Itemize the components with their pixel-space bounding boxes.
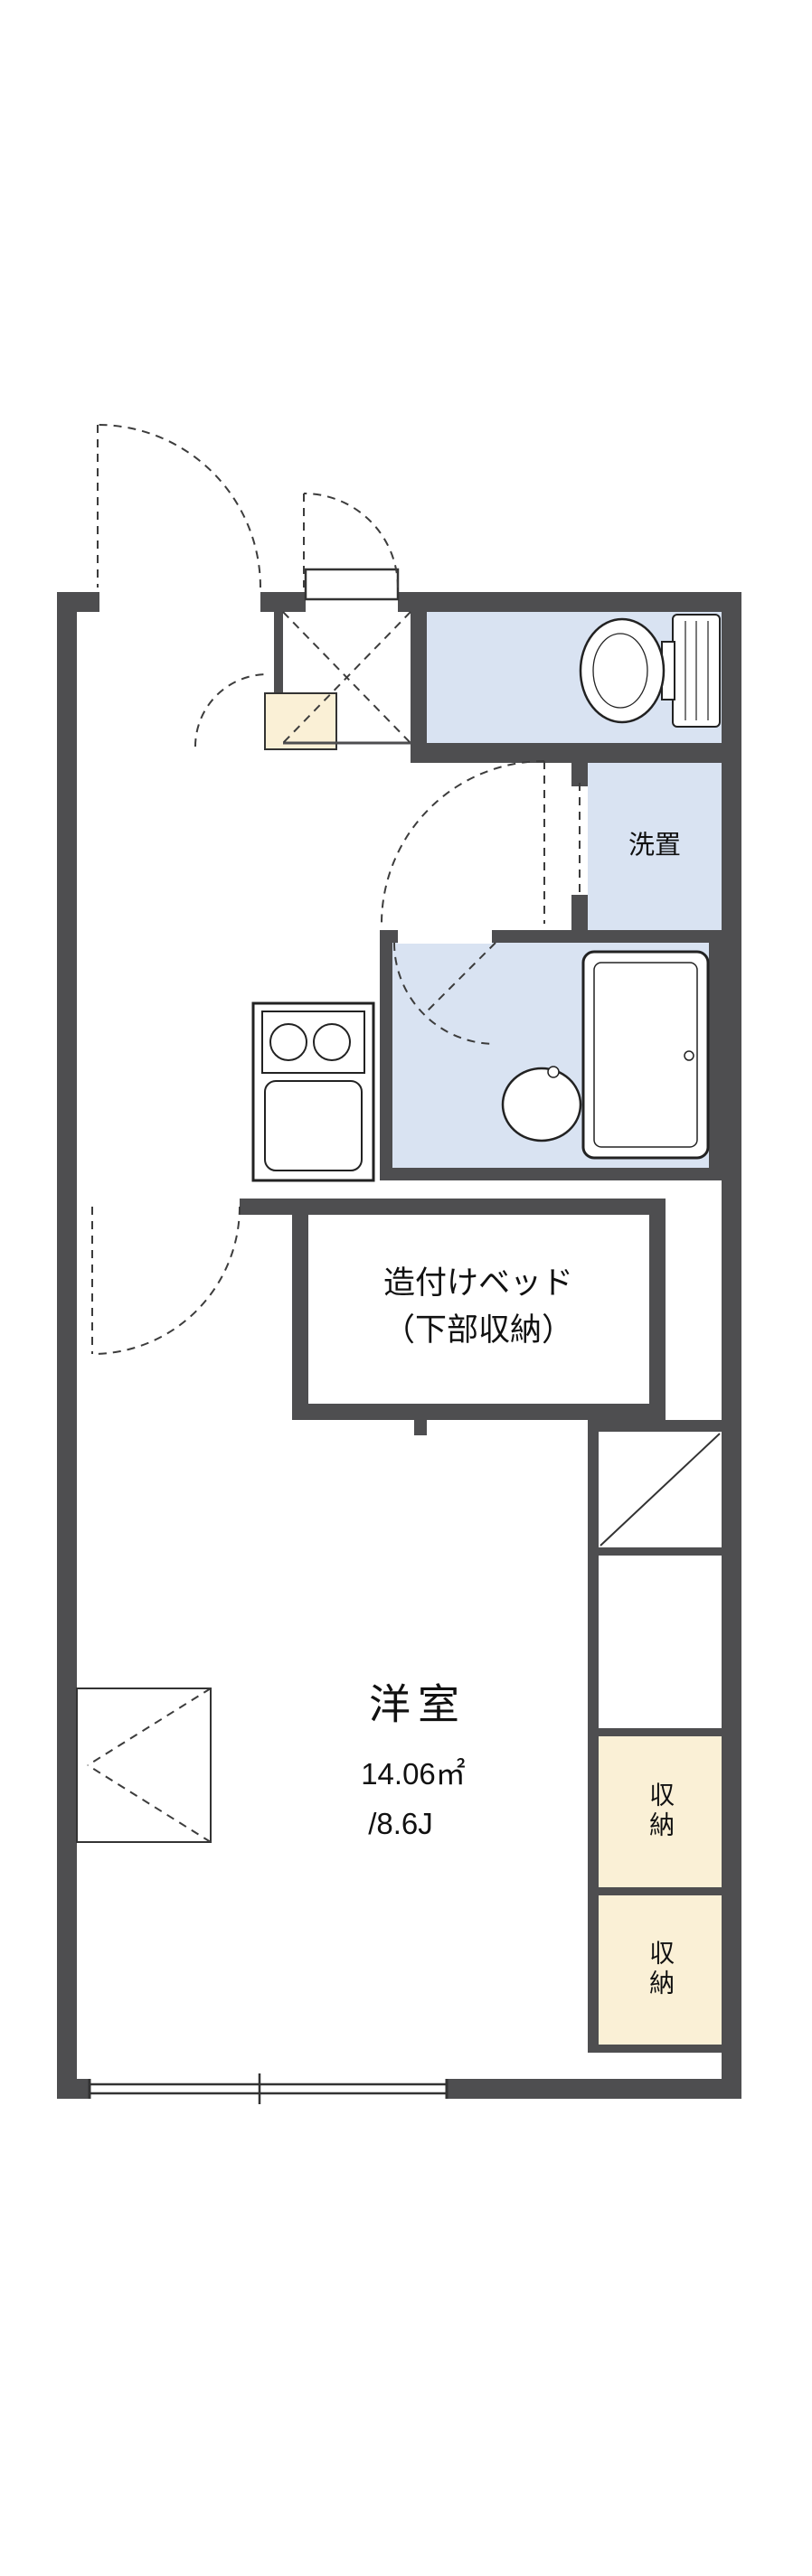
storage-upper-label: 収納: [647, 1782, 675, 1841]
genkan-door-swing-icon: [194, 673, 269, 747]
shoe-cabinet: [264, 692, 337, 750]
main-room-area-sqm: 14.06㎡: [361, 1757, 466, 1791]
kitchen-sink: [264, 1080, 363, 1171]
washroom-door-swing-icon: [381, 760, 545, 925]
bay-window-icon: [76, 1688, 212, 1843]
main-room-label: 洋室: [369, 1680, 467, 1728]
entrance-door-swing-icon: [303, 493, 399, 588]
interior-walls: [240, 592, 740, 2053]
window-icon: [88, 2073, 448, 2104]
porch-door-swing-icon: [97, 424, 261, 588]
main-room-area-tatami: /8.6J: [368, 1807, 433, 1841]
storage-lower-floor: [599, 1895, 722, 2045]
bed-room: [292, 1199, 666, 1420]
door-swings: [91, 424, 581, 1355]
room-door-swing-icon: [91, 1206, 241, 1355]
washbasin-icon: [501, 1066, 582, 1142]
bed-room-label-line2: （下部収納）: [382, 1312, 574, 1348]
kitchen-unit-icon: [251, 1001, 375, 1182]
toilet-icon: [579, 614, 721, 728]
genkan-cross-icon: [282, 611, 411, 744]
bathroom-door-swing-icon: [393, 942, 496, 1045]
storage-lower-label: 収納: [647, 1940, 675, 1999]
laundry-room-floor: [588, 763, 722, 930]
stove-burner-left: [269, 1023, 307, 1061]
entrance-door-leaf: [304, 568, 400, 601]
storage-upper-floor: [599, 1736, 722, 1887]
bathroom-door-opening: [398, 929, 492, 944]
bathtub-icon: [581, 950, 710, 1160]
bed-room-label-line1: 造付けベッド: [382, 1264, 574, 1301]
stove-burner-right: [313, 1023, 351, 1061]
outer-walls: [57, 592, 741, 2099]
laundry-room-label: 洗置: [628, 831, 682, 860]
closet-diagonal-line: [600, 1433, 721, 1547]
